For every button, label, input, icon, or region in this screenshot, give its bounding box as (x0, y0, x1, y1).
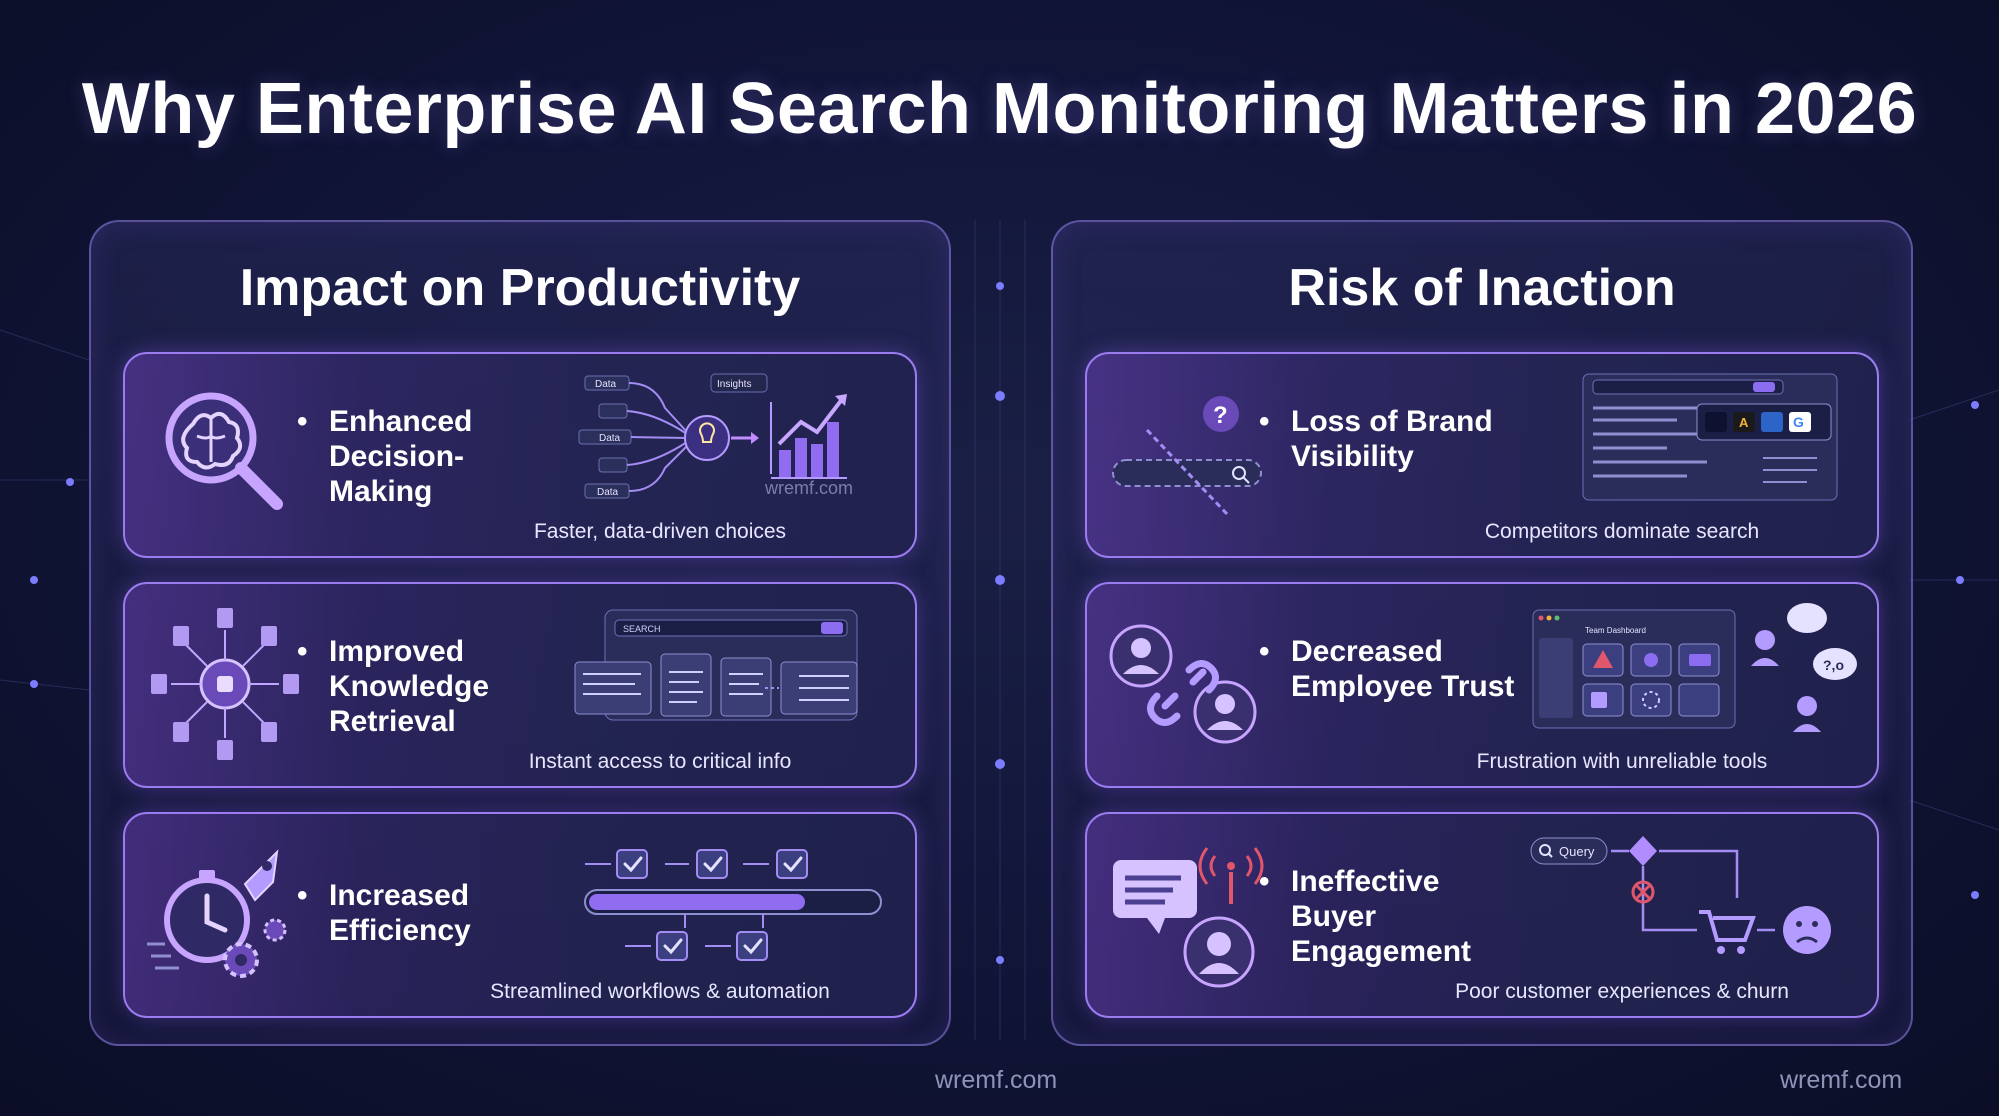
data-label-1: Data (595, 379, 617, 390)
competitor-search-results-illustration: A G (1582, 373, 1838, 501)
productivity-panel: Impact on Productivity • Enhanced Decisi… (89, 220, 951, 1046)
bullet-increased-efficiency: • Increased Efficiency (297, 879, 471, 947)
document-hub-icon (151, 608, 299, 760)
bullet-ineffective-buyer-engagement: • Ineffective Buyer Engagement (1259, 865, 1472, 968)
bullet-loss-of-brand-visibility: • Loss of Brand Visibility (1259, 405, 1493, 473)
page-title: Why Enterprise AI Search Monitoring Matt… (81, 69, 1918, 149)
chat-agent-icon (1113, 847, 1264, 988)
card-decreased-employee-trust: • Decreased Employee Trust Team Dashboar… (1085, 582, 1879, 788)
data-to-insight-illustration: Data Data Data Insights (578, 373, 853, 499)
bullet-improved-knowledge-retrieval: • Improved Knowledge Retrieval (297, 635, 490, 738)
caption-increased-efficiency: Streamlined workflows & automation (490, 980, 830, 1003)
svg-text:?,o: ?,o (1823, 657, 1844, 673)
search-documents-illustration: SEARCH (574, 609, 858, 721)
broken-search-question-icon: ? (1112, 396, 1262, 516)
workflow-progress-illustration (584, 849, 882, 961)
caption-improved-knowledge-retrieval: Instant access to critical info (528, 750, 792, 773)
card-enhanced-decision-making: • Enhanced Decision-Making Data Data Dat… (123, 352, 917, 558)
broken-link-users-icon (1109, 624, 1257, 744)
stopwatch-rocket-gear-icon (147, 849, 287, 978)
team-dashboard-illustration: Team Dashboard ?,o (1532, 603, 1857, 732)
caption-loss-of-brand-visibility: Competitors dominate search (1484, 520, 1760, 543)
card-loss-of-brand-visibility: ? • Loss of Brand Visibility A G Com (1085, 352, 1879, 558)
caption-ineffective-buyer-engagement: Poor customer experiences & churn (1455, 980, 1789, 1003)
dashboard-title: Team Dashboard (1585, 626, 1646, 635)
card-increased-efficiency: • Increased Efficiency Streamlined workf… (123, 812, 917, 1018)
bullet-decreased-employee-trust: • Decreased Employee Trust (1259, 635, 1515, 703)
query-label: Query (1559, 844, 1595, 859)
failed-purchase-flow-illustration: Query (1530, 836, 1831, 954)
watermark-right: wremf.com (1780, 1066, 1903, 1094)
search-placeholder: SEARCH (623, 624, 661, 634)
data-label-3: Data (597, 487, 619, 498)
efficiency-progress-fill (589, 894, 805, 910)
bullet-enhanced-decision-making: • Enhanced Decision-Making (297, 405, 473, 508)
card-ineffective-buyer-engagement: • Ineffective Buyer Engagement Query Poo… (1085, 812, 1879, 1018)
svg-text:G: G (1793, 414, 1804, 430)
art-watermark: wremf.com (764, 478, 853, 498)
card-improved-knowledge-retrieval: • Improved Knowledge Retrieval SEARCH In… (123, 582, 917, 788)
caption-decreased-employee-trust: Frustration with unreliable tools (1476, 750, 1768, 773)
caption-enhanced-decision-making: Faster, data-driven choices (533, 520, 787, 543)
panel-title-productivity: Impact on Productivity (239, 259, 801, 317)
brain-search-icon (165, 392, 283, 510)
inaction-panel: Risk of Inaction ? • Loss of Brand Visib… (1051, 220, 1913, 1046)
svg-text:?: ? (1213, 402, 1228, 429)
data-label-2: Data (599, 433, 621, 444)
insights-label: Insights (717, 379, 751, 390)
svg-text:A: A (1739, 415, 1749, 430)
panel-title-inaction: Risk of Inaction (1288, 259, 1676, 317)
watermark-center: wremf.com (935, 1066, 1058, 1094)
